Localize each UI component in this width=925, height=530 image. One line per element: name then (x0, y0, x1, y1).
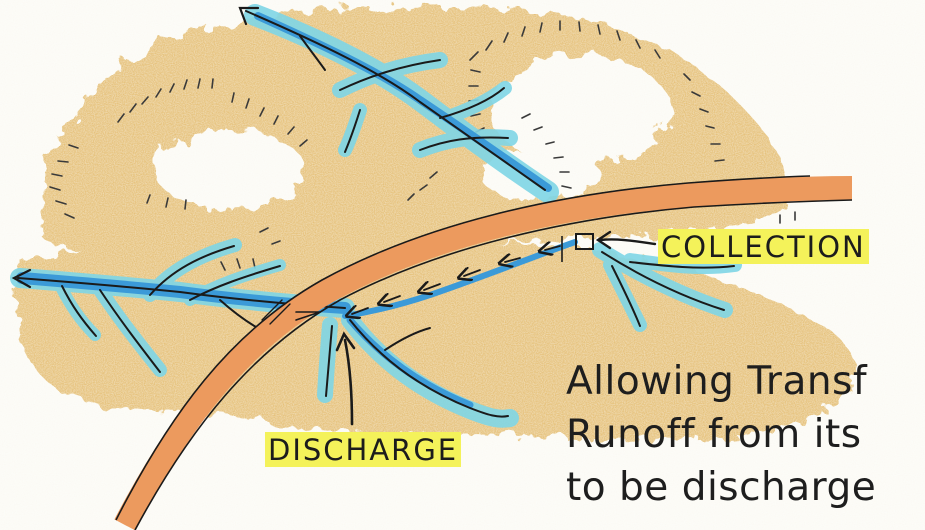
caption-line-1: Allowing Transf (566, 355, 925, 408)
caption-text: Allowing Transf Runoff from its to be di… (566, 355, 925, 514)
caption-line-3: to be discharge (566, 461, 925, 514)
collection-label: COLLECTION (658, 229, 869, 264)
caption-line-2: Runoff from its (566, 408, 925, 461)
discharge-label: DISCHARGE (265, 432, 461, 467)
